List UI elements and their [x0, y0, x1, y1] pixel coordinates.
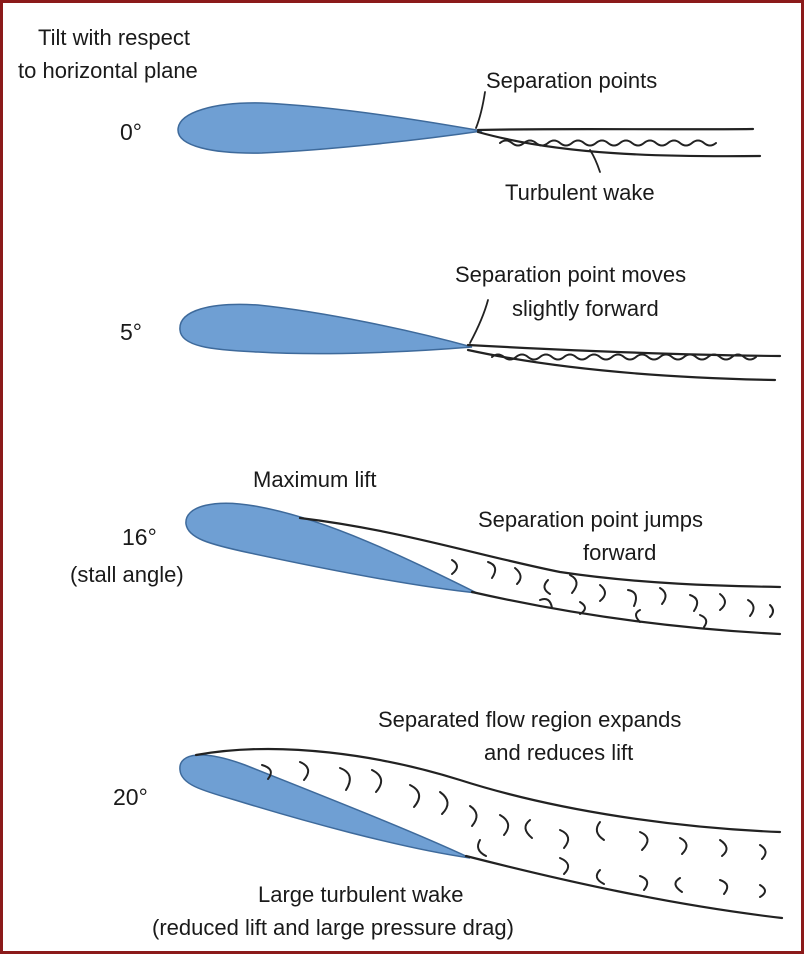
angle-label-5: 5°: [120, 319, 142, 345]
wake-lower-16: [472, 592, 780, 634]
wake-upper-0: [478, 129, 753, 130]
airfoil-0: [178, 103, 482, 153]
wake-upper-5: [468, 345, 780, 356]
angle-label-20: 20°: [113, 784, 148, 810]
label-separated-flow-2: and reduces lift: [484, 740, 633, 765]
wake-eddies-5: [492, 355, 756, 360]
wake-lower-20: [466, 856, 782, 918]
label-separation-moves-2: slightly forward: [512, 296, 659, 321]
label-turbulent-wake: Turbulent wake: [505, 180, 655, 205]
airfoil-5: [180, 304, 472, 353]
label-large-wake-1: Large turbulent wake: [258, 882, 463, 907]
angle-note-16: (stall angle): [70, 562, 184, 587]
label-separation-moves-1: Separation point moves: [455, 262, 686, 287]
panel-0-degrees: 0° Separation points Turbulent wake: [120, 68, 760, 205]
leader-separation-forward: [470, 300, 488, 343]
label-large-wake-2: (reduced lift and large pressure drag): [152, 915, 514, 940]
label-separated-flow-1: Separated flow region expands: [378, 707, 681, 732]
label-maximum-lift: Maximum lift: [253, 467, 376, 492]
angle-label-16: 16°: [122, 524, 157, 550]
panel-20-degrees: Separated flow region expands and reduce…: [113, 707, 782, 940]
label-jumps-forward-2: forward: [583, 540, 656, 565]
leader-separation-points: [476, 92, 485, 128]
header-line-2: to horizontal plane: [18, 58, 198, 83]
label-jumps-forward-1: Separation point jumps: [478, 507, 703, 532]
panel-5-degrees: 5° Separation point moves slightly forwa…: [120, 262, 780, 380]
label-separation-points: Separation points: [486, 68, 657, 93]
panel-16-degrees: Maximum lift 16° (stall angle) Separatio…: [70, 467, 780, 634]
airfoil-16: [186, 503, 477, 593]
header-line-1: Tilt with respect: [38, 25, 190, 50]
angle-label-0: 0°: [120, 119, 142, 145]
leader-turbulent-wake: [590, 150, 600, 172]
